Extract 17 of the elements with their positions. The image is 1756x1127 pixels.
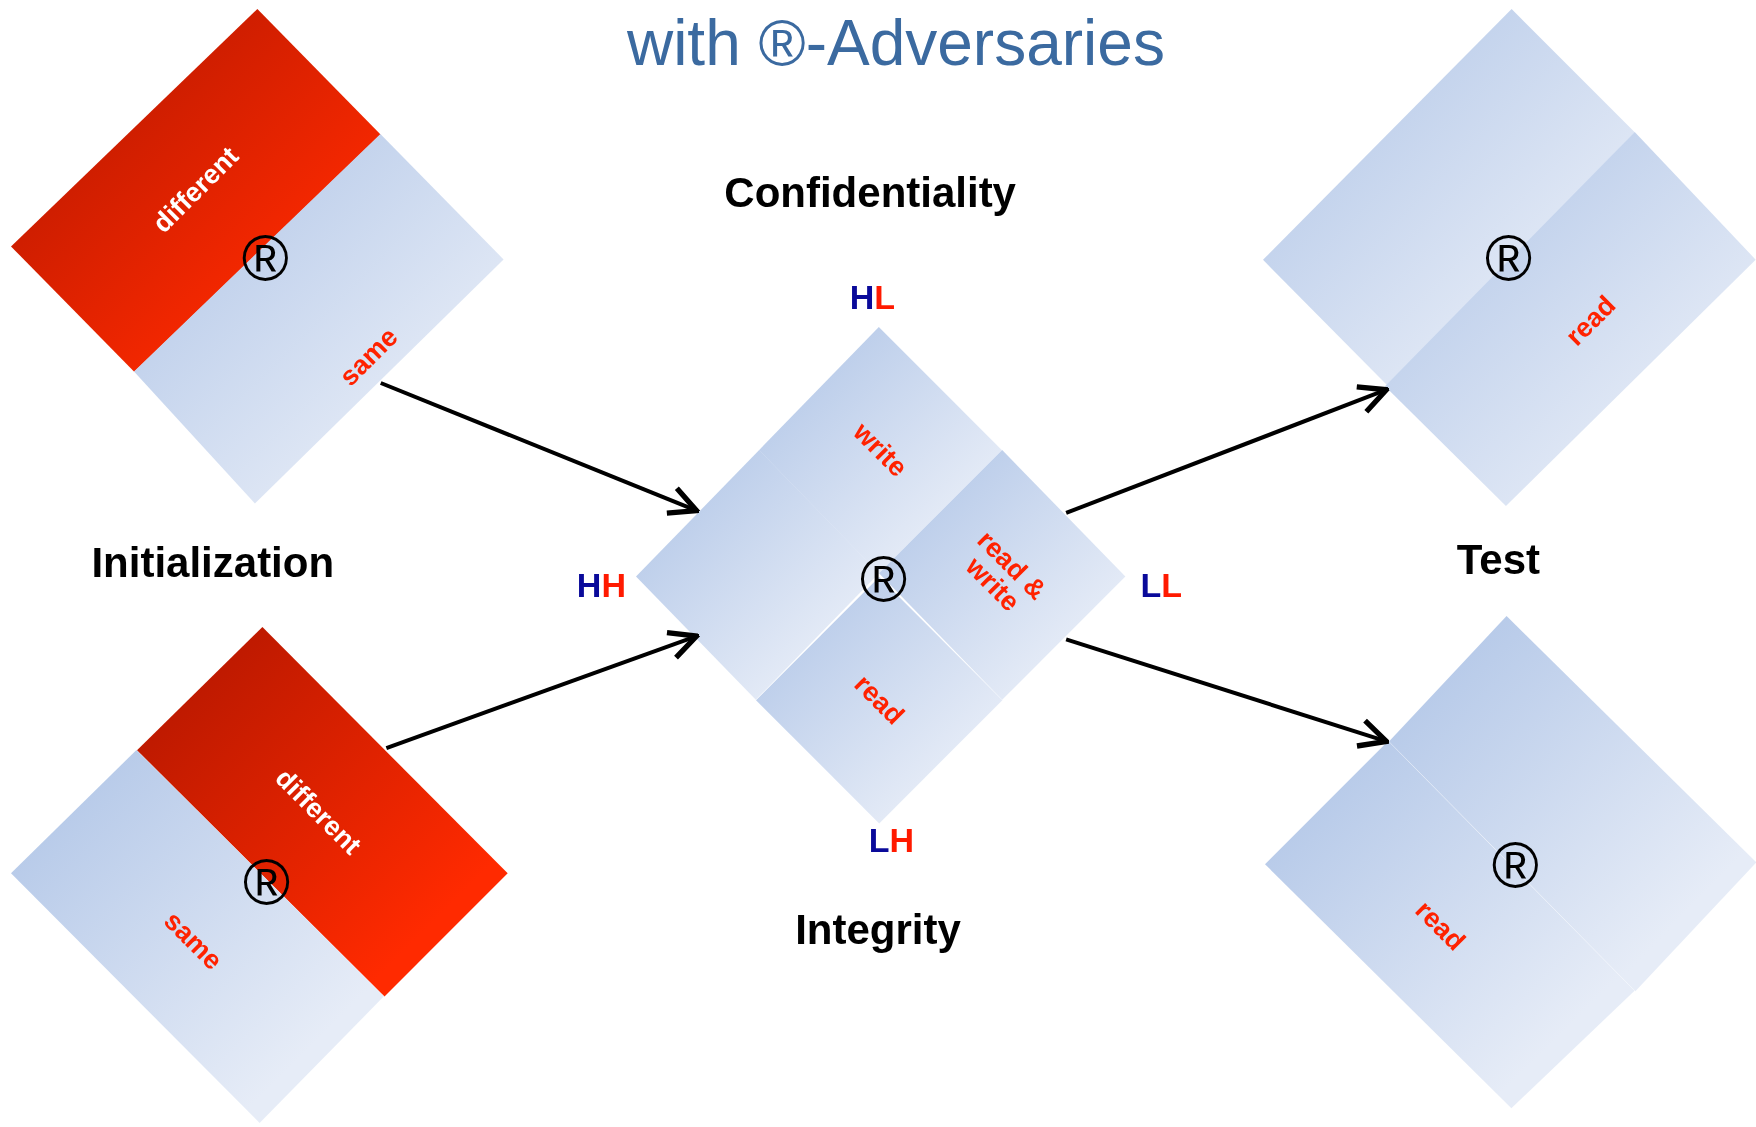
level-pair-label: LH <box>868 822 915 857</box>
adversary-symbol: ® <box>860 547 908 611</box>
adversary-symbol: ® <box>1484 225 1533 290</box>
section-heading: Test <box>1456 538 1541 581</box>
level-pair-label: HL <box>849 279 896 314</box>
slide-title: with ®-Adversaries <box>626 10 1165 75</box>
adversary-symbol: ® <box>1491 832 1539 897</box>
level-pair-label: HH <box>576 567 626 602</box>
arrow <box>385 629 700 750</box>
arrow <box>1065 637 1390 749</box>
arrow <box>1065 384 1390 515</box>
arrow <box>380 381 700 516</box>
section-heading: Integrity <box>795 908 961 951</box>
adversary-symbol: ® <box>241 225 289 290</box>
section-heading: Confidentiality <box>724 171 1016 214</box>
level-pair-label: LL <box>1140 567 1183 602</box>
section-heading: Initialization <box>91 542 335 585</box>
